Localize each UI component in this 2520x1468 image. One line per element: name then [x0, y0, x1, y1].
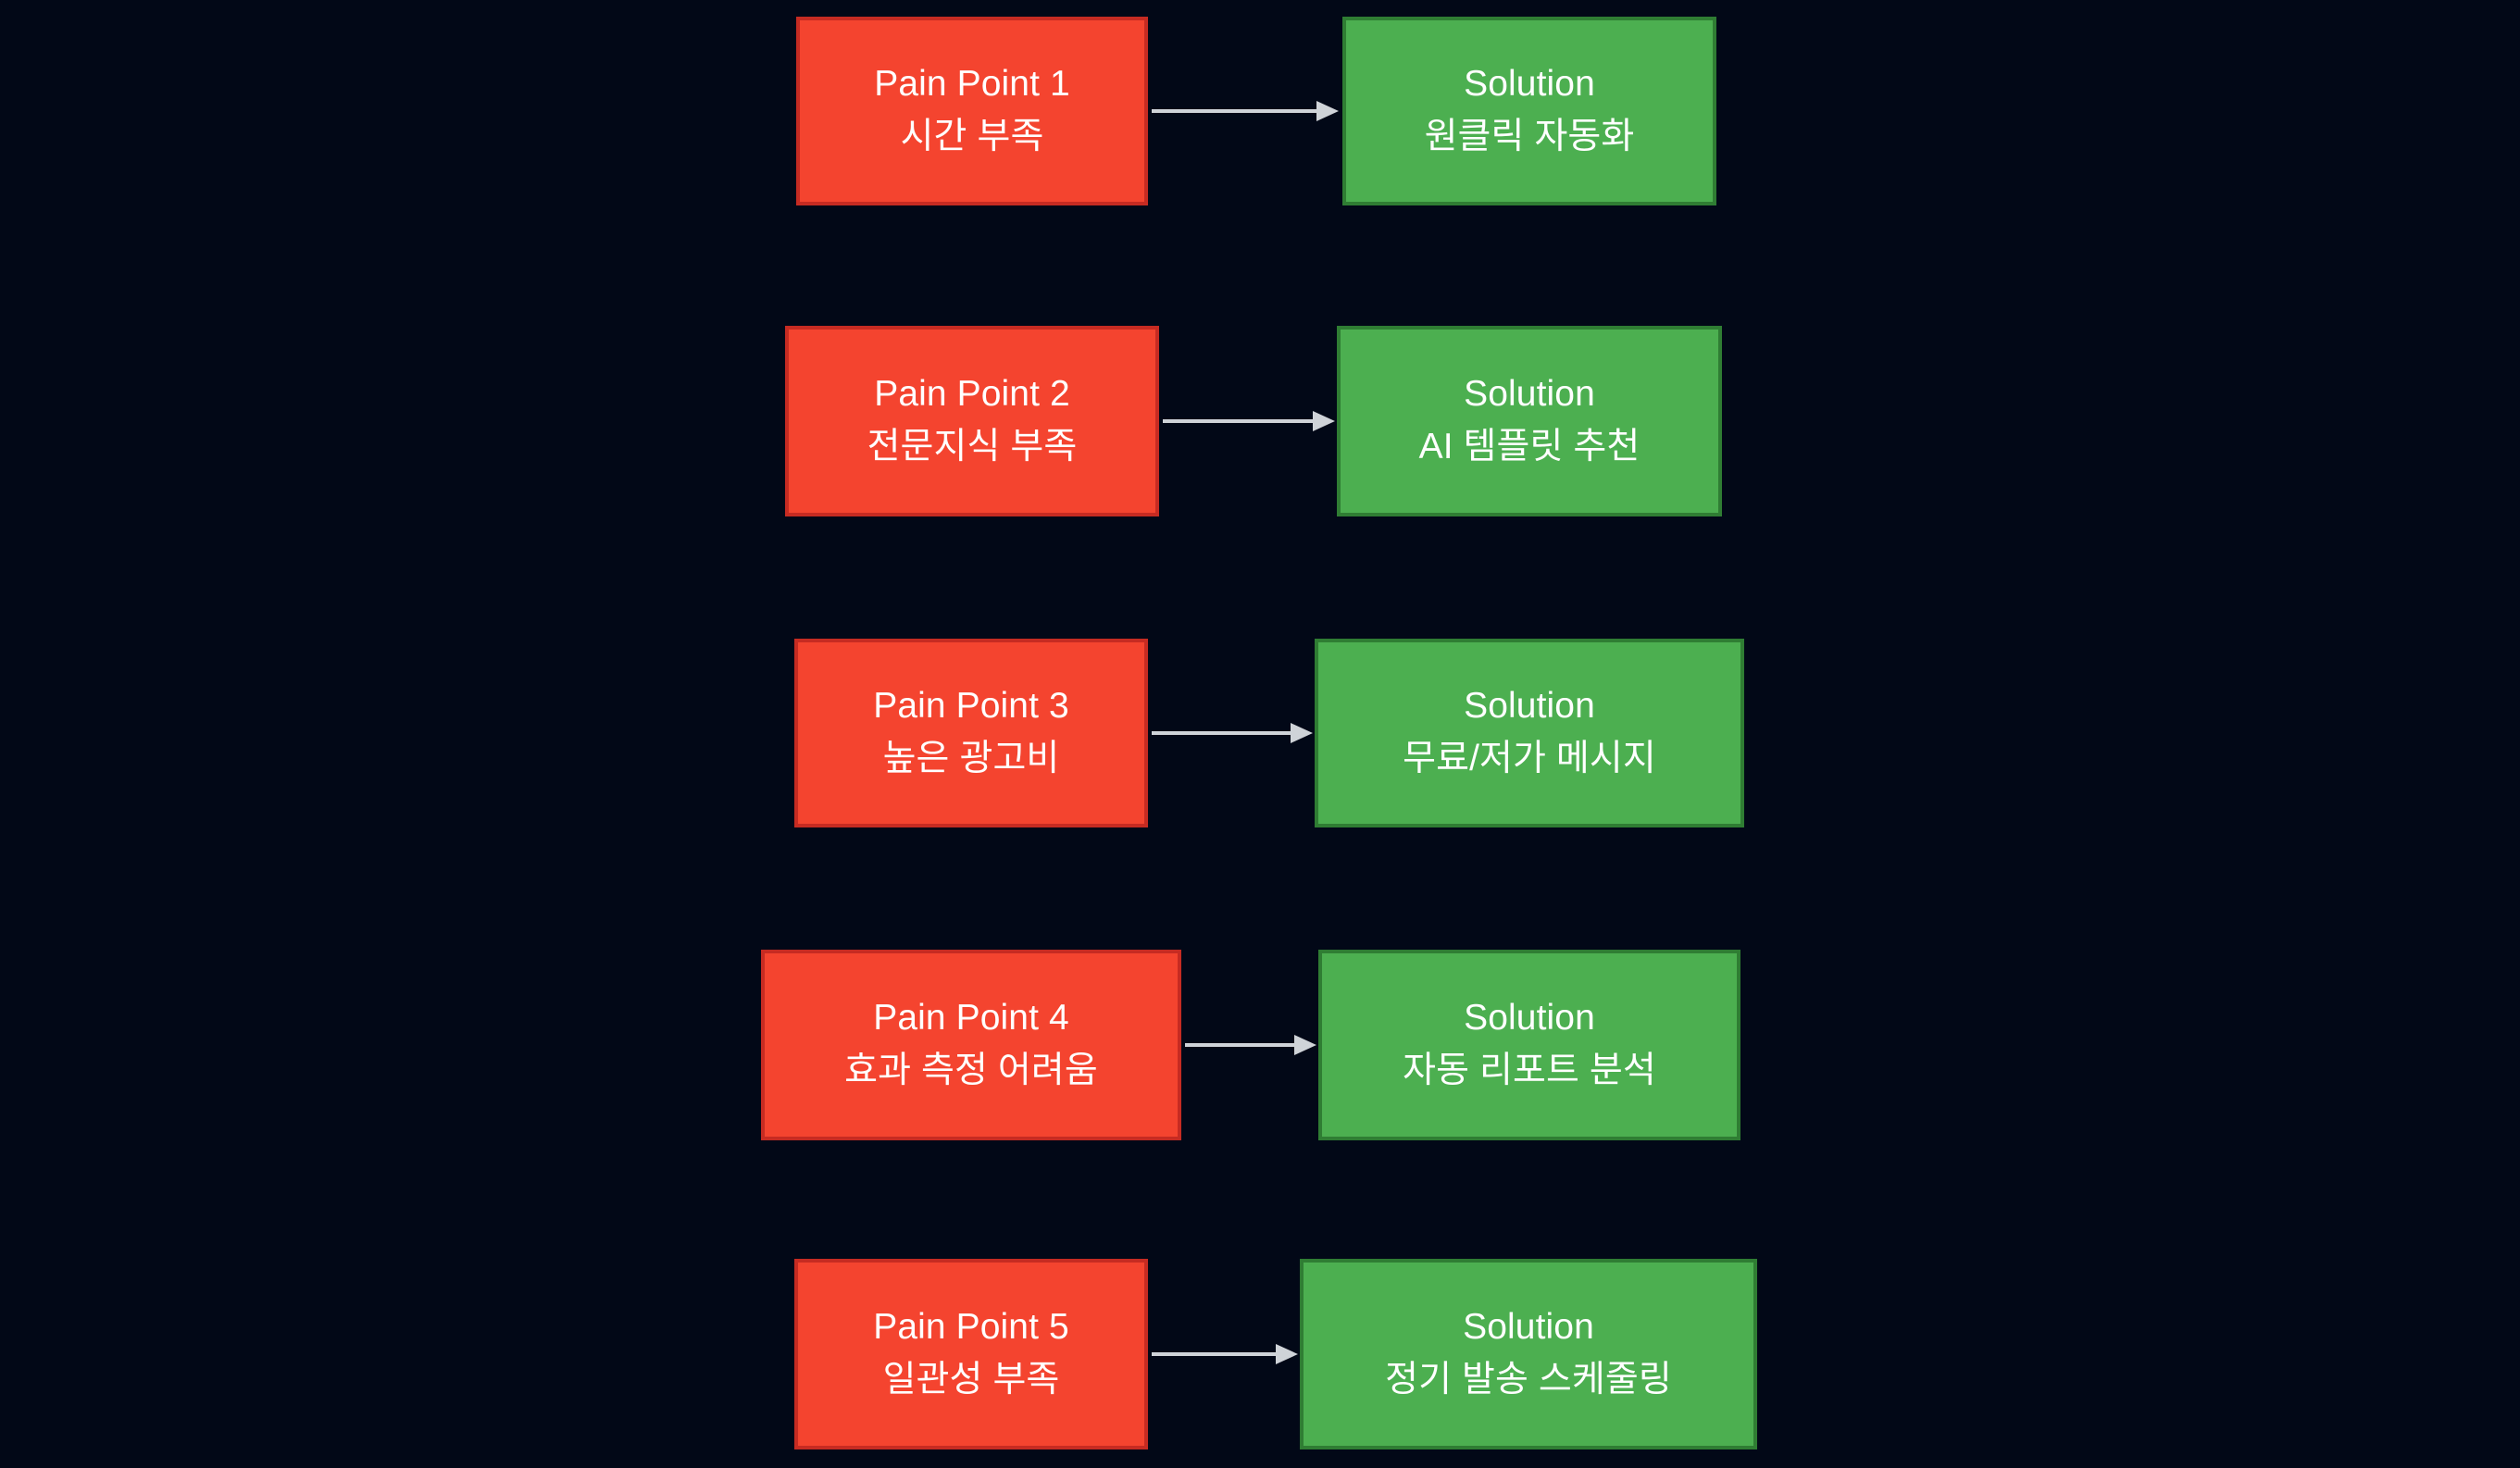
arrow-row-4: [1185, 1033, 1316, 1057]
pain-point-1-title: Pain Point 1: [874, 64, 1070, 105]
solution-4-detail: 자동 리포트 분석: [1403, 1051, 1656, 1090]
solution-2-detail: AI 템플릿 추천: [1418, 427, 1640, 467]
solution-1-node[interactable]: Solution 원클릭 자동화: [1342, 17, 1716, 205]
pain-point-5-detail: 일관성 부족: [882, 1360, 1060, 1400]
solution-2-title: Solution: [1464, 374, 1595, 415]
pain-point-2-node[interactable]: Pain Point 2 전문지식 부족: [785, 326, 1159, 516]
arrow-row-2: [1163, 409, 1335, 433]
pain-point-3-title: Pain Point 3: [873, 686, 1069, 727]
solution-1-title: Solution: [1464, 64, 1595, 105]
solution-3-node[interactable]: Solution 무료/저가 메시지: [1315, 639, 1744, 827]
solution-1-detail: 원클릭 자동화: [1424, 117, 1635, 156]
solution-5-title: Solution: [1463, 1307, 1594, 1348]
solution-3-detail: 무료/저가 메시지: [1403, 739, 1656, 778]
solution-4-node[interactable]: Solution 자동 리포트 분석: [1318, 950, 1740, 1140]
arrow-row-1: [1152, 99, 1339, 123]
solution-4-title: Solution: [1464, 998, 1595, 1039]
pain-point-3-detail: 높은 광고비: [882, 739, 1060, 778]
pain-point-5-node[interactable]: Pain Point 5 일관성 부족: [794, 1259, 1148, 1449]
pain-point-5-title: Pain Point 5: [873, 1307, 1069, 1348]
pain-point-4-title: Pain Point 4: [873, 998, 1069, 1039]
arrow-row-5: [1152, 1342, 1298, 1366]
pain-point-4-detail: 효과 측정 어려움: [844, 1051, 1098, 1090]
arrow-row-3: [1152, 721, 1313, 745]
solution-5-node[interactable]: Solution 정기 발송 스케줄링: [1300, 1259, 1757, 1449]
pain-point-1-node[interactable]: Pain Point 1 시간 부족: [796, 17, 1148, 205]
pain-point-3-node[interactable]: Pain Point 3 높은 광고비: [794, 639, 1148, 827]
pain-point-2-detail: 전문지식 부족: [867, 427, 1078, 467]
solution-5-detail: 정기 발송 스케줄링: [1385, 1360, 1672, 1400]
solution-3-title: Solution: [1464, 686, 1595, 727]
pain-point-4-node[interactable]: Pain Point 4 효과 측정 어려움: [761, 950, 1181, 1140]
pain-point-1-detail: 시간 부족: [900, 117, 1044, 156]
solution-2-node[interactable]: Solution AI 템플릿 추천: [1337, 326, 1722, 516]
pain-point-2-title: Pain Point 2: [874, 374, 1070, 415]
